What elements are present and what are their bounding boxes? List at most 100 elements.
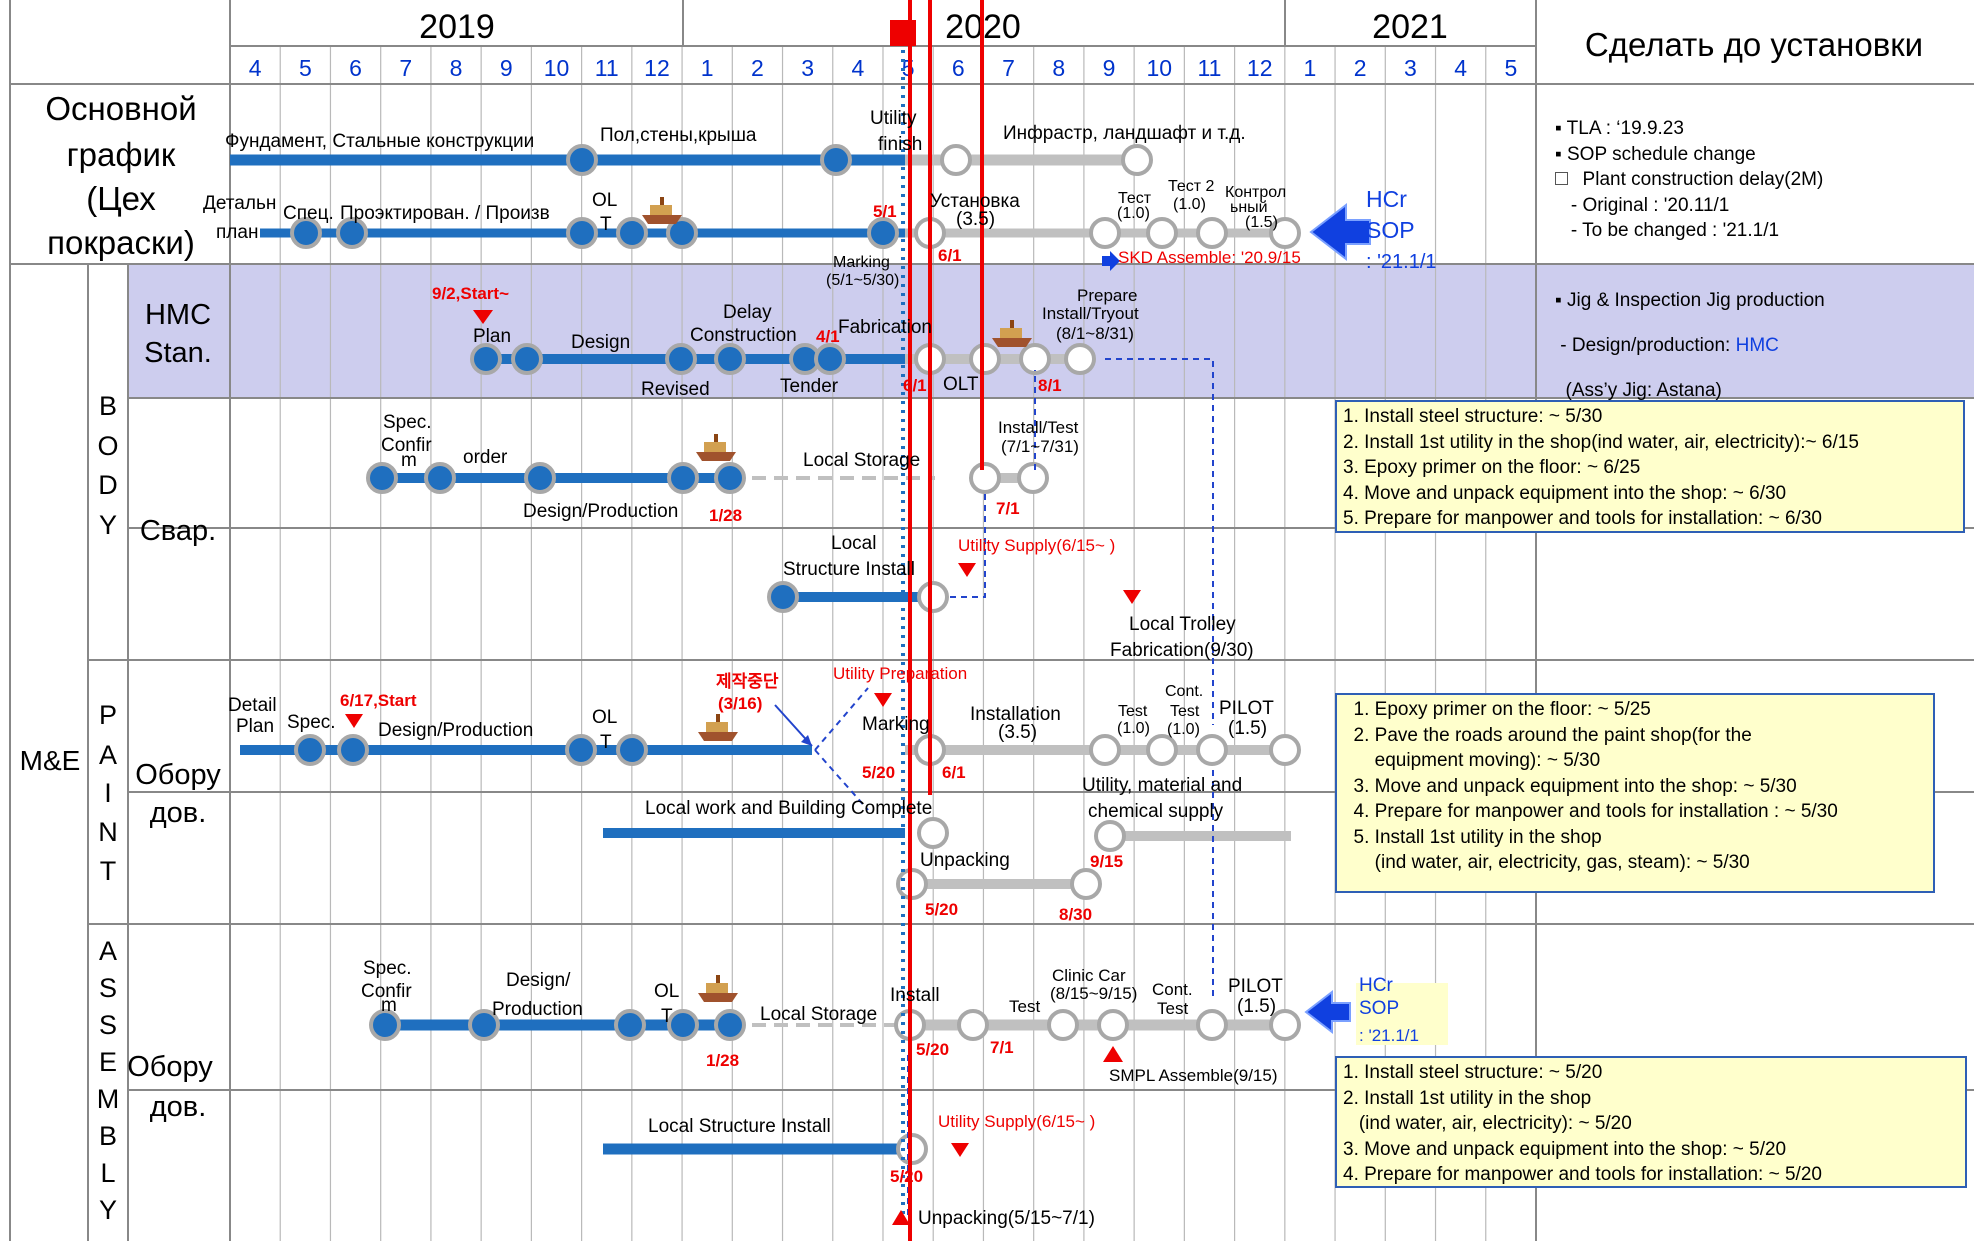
milestone-done bbox=[566, 144, 598, 176]
weld-date-7-1: 7/1 bbox=[996, 499, 1020, 518]
checkbox-icon bbox=[1555, 172, 1568, 185]
milestone-done bbox=[424, 462, 456, 494]
paint-utilprep-triangle bbox=[874, 693, 892, 707]
main-walls-label: Пол,стены,крыша bbox=[600, 125, 757, 146]
paint-cont-label-1: Cont. bbox=[1165, 683, 1203, 700]
asm-clinic-label-2: (8/15~9/15) bbox=[1050, 984, 1137, 1003]
main-design-label: Проэктирован. / Произв bbox=[340, 203, 550, 224]
main-test2-label-2: (1.0) bbox=[1173, 196, 1206, 213]
jig-notes: ▪ Jig & Inspection Jig production - Desi… bbox=[1555, 278, 1825, 413]
asm-unpack-label: Unpacking(5/15~7/1) bbox=[918, 1208, 1095, 1229]
paint-pilot-label-2: (1.5) bbox=[1228, 718, 1267, 739]
jig-note-line: (Ass’y Jig: Astana) bbox=[1555, 380, 1722, 401]
main-spec-label: Спец. bbox=[283, 203, 334, 224]
skd-arrow-icon bbox=[1102, 251, 1120, 271]
main-utility-label-1: Utility bbox=[870, 108, 917, 129]
paint-letter-2: A bbox=[99, 740, 117, 770]
main-hcr-label-3: : '21.1/1 bbox=[1366, 251, 1437, 273]
assembly-letter-4: E bbox=[99, 1047, 117, 1077]
hmc-prepare-label-1: Prepare bbox=[1077, 286, 1137, 305]
main-marking-label-1: Marking bbox=[833, 254, 890, 271]
main-note-line: ▪ SOP schedule change bbox=[1555, 143, 1756, 165]
milestone-done bbox=[566, 217, 598, 249]
month-label: 2 bbox=[751, 55, 764, 81]
paint-start-label: 6/17,Start bbox=[340, 691, 417, 710]
paint-detail-label-1: Detail bbox=[228, 695, 277, 716]
milestone-planned bbox=[1047, 1009, 1079, 1041]
paint-letter-4: N bbox=[98, 817, 118, 847]
hmc-date-6-1: 6/1 bbox=[903, 376, 927, 395]
main-label-line-4: покраски) bbox=[47, 224, 195, 261]
red-today-marker bbox=[890, 20, 916, 46]
paint-marking-label: Marking bbox=[862, 714, 930, 735]
asm-box-line: 3. Move and unpack equipment into the sh… bbox=[1343, 1138, 1787, 1160]
asm-date-1-28: 1/28 bbox=[706, 1051, 739, 1070]
paint-cont-label-3: (1.0) bbox=[1167, 721, 1200, 738]
weld-spec-label-3: m bbox=[401, 450, 417, 471]
asm-date-7-1: 7/1 bbox=[990, 1038, 1014, 1057]
main-install-label-1: Установка bbox=[930, 191, 1020, 212]
paint-design-label: Design/Production bbox=[378, 720, 533, 741]
milestone-done bbox=[667, 462, 699, 494]
hmc-design-label: Design bbox=[571, 332, 630, 353]
hmc-prepare-label-3: (8/1~8/31) bbox=[1056, 324, 1134, 343]
paint-stop-link-1 bbox=[814, 687, 869, 751]
weld-box-line: 3. Epoxy primer on the floor: ~ 6/25 bbox=[1343, 457, 1641, 478]
milestone-planned bbox=[1196, 734, 1228, 766]
body-letter-1: B bbox=[99, 391, 117, 421]
asm-pilot-label-1: PILOT bbox=[1228, 976, 1283, 997]
main-olt-label-2: T bbox=[600, 214, 612, 235]
jig-note-line: - Design/production: HMC bbox=[1555, 323, 1825, 368]
ship-icon bbox=[696, 434, 736, 461]
milestone-planned bbox=[1017, 462, 1049, 494]
main-note-text: Plant construction delay(2M) bbox=[1572, 169, 1824, 190]
main-ctrl-label-1: Контрол bbox=[1225, 184, 1286, 201]
month-label: 7 bbox=[399, 55, 412, 81]
smpl-triangle bbox=[1103, 1046, 1123, 1062]
main-notes: ▪ TLA : ‘19.9.23 ▪ SOP schedule change P… bbox=[1555, 116, 1823, 244]
assembly-letter-5: M bbox=[97, 1084, 120, 1114]
asm-spec-label-3: m bbox=[381, 995, 397, 1016]
milestone-done bbox=[714, 343, 746, 375]
asm-equip-label-line-2: дов. bbox=[150, 1091, 207, 1123]
paint-box-line: 1. Epoxy primer on the floor: ~ 5/25 bbox=[1343, 699, 1651, 720]
main-ctrl-label-3: (1.5) bbox=[1245, 214, 1278, 231]
asm-install-label: Install bbox=[890, 985, 940, 1006]
milestone-done bbox=[814, 343, 846, 375]
asm-olt-label-1: OL bbox=[654, 981, 679, 1002]
jig-note-line: ▪ Jig & Inspection Jig production bbox=[1555, 290, 1825, 311]
paint-install-label-1: Installation bbox=[970, 704, 1061, 725]
asm-cont-label-1: Cont. bbox=[1152, 980, 1193, 999]
milestone-done bbox=[614, 1009, 646, 1041]
asm-date-5-20b: 5/20 bbox=[890, 1167, 923, 1186]
milestone-planned bbox=[1089, 217, 1121, 249]
milestone-planned bbox=[1146, 217, 1178, 249]
assembly-letter-2: S bbox=[99, 973, 117, 1003]
hmc-date-4-1: 4/1 bbox=[816, 327, 840, 346]
weld-spec-label-2: Confir bbox=[381, 435, 432, 456]
milestone-done bbox=[867, 217, 899, 249]
year-2021: 2021 bbox=[1372, 8, 1448, 46]
main-olt-label-1: OL bbox=[592, 190, 617, 211]
paint-letter-5: T bbox=[100, 856, 117, 886]
milestone-done bbox=[616, 217, 648, 249]
month-label: 1 bbox=[1304, 55, 1317, 81]
hmc-delay-label-2: Construction bbox=[690, 325, 797, 346]
month-label: 11 bbox=[595, 55, 619, 81]
weld-design-label: Design/Production bbox=[523, 501, 678, 522]
milestone-done bbox=[565, 734, 597, 766]
assembly-letters: A S S E M B L Y bbox=[97, 936, 120, 1225]
milestone-done bbox=[290, 217, 322, 249]
month-label: 10 bbox=[544, 55, 570, 81]
month-labels: 45678910111212345678910111212345 bbox=[249, 55, 1518, 81]
paint-detail-label-2: Plan bbox=[236, 716, 274, 737]
month-label: 11 bbox=[1198, 55, 1222, 81]
milestone-planned bbox=[1097, 1009, 1129, 1041]
assembly-letter-7: L bbox=[100, 1158, 115, 1188]
weld-box-line: 5. Prepare for manpower and tools for in… bbox=[1343, 508, 1822, 529]
asm-date-5-20: 5/20 bbox=[916, 1040, 949, 1059]
main-marking-label-2: (5/1~5/30) bbox=[826, 272, 899, 289]
asm-sop-arrow-icon bbox=[1304, 989, 1351, 1035]
asm-olt-label-2: T bbox=[661, 1006, 673, 1027]
